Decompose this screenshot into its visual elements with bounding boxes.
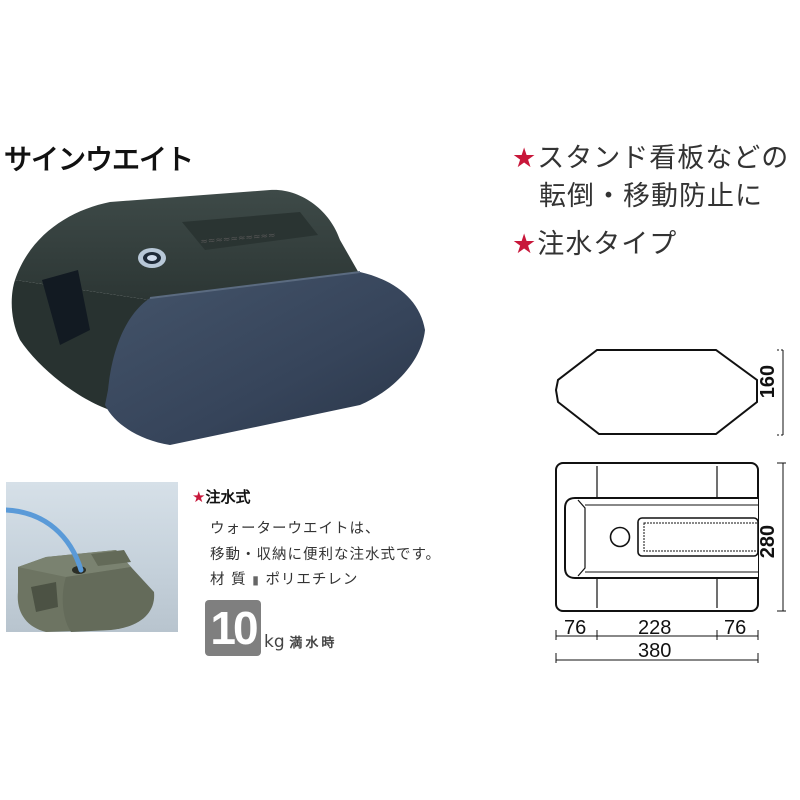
feature-text-line: スタンド看板などの: [537, 143, 790, 174]
product-photo-main: ≈≈≈≈≈≈≈≈≈≈: [11, 189, 425, 445]
dimension-width-left: 76: [564, 617, 587, 639]
product-photo-filling: [3, 482, 178, 632]
weight-unit-row: kg 満水時: [264, 632, 337, 652]
detail-description-line-2: 移動・収納に便利な注水式です。: [210, 547, 442, 563]
feature-text-line: 注水タイプ: [537, 229, 678, 260]
material-label: 材 質: [210, 572, 247, 588]
star-icon: ★: [192, 488, 206, 506]
weight-value: 10: [205, 600, 261, 656]
star-icon: ★: [512, 229, 538, 260]
diagram-side-view: [555, 462, 786, 663]
weight-unit: kg: [264, 632, 285, 652]
separator-icon: ▮: [252, 573, 260, 587]
diagram-top-view: [554, 349, 785, 436]
feature-item-2: ★注水タイプ: [512, 226, 677, 264]
feature-text-line: 転倒・移動防止に: [539, 181, 763, 212]
dimension-width-total: 380: [638, 640, 672, 662]
dimension-width-middle: 228: [638, 617, 672, 639]
detail-heading-text: 注水式: [205, 488, 251, 506]
detail-heading: ★注水式: [192, 486, 250, 507]
weight-note: 満水時: [289, 636, 338, 651]
dimension-width-right: 76: [724, 617, 747, 639]
star-icon: ★: [512, 143, 538, 174]
hose-icon: [3, 507, 84, 573]
feature-item-1: ★スタンド看板などの 転倒・移動防止に: [512, 140, 789, 216]
material-value: ポリエチレン: [265, 572, 359, 588]
dimension-height-side: 280: [757, 524, 780, 559]
detail-description-line-1: ウォーターウエイトは、: [210, 521, 381, 537]
product-title: サインウエイト: [4, 143, 194, 176]
material-row: 材 質 ▮ ポリエチレン: [210, 568, 358, 589]
dimension-height-top: 160: [757, 364, 780, 399]
